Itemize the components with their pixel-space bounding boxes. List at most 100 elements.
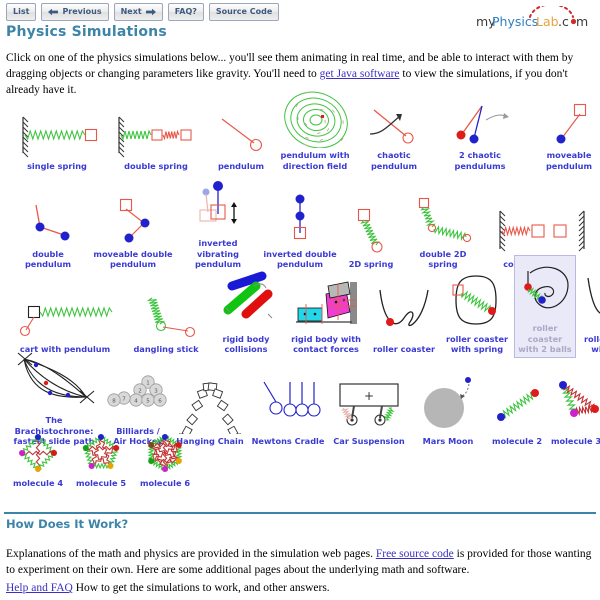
- help-and-faq-link[interactable]: Help and FAQ: [6, 582, 73, 594]
- simulation-label: roller coaster with 2 balls: [518, 323, 572, 354]
- simulation-thumbnail-icon: [92, 185, 174, 247]
- simulation-thumbnail-icon: [107, 101, 205, 159]
- simulation-thumbnail-icon: [516, 257, 574, 321]
- simulation-thumbnail-icon: [210, 268, 282, 332]
- simulation-label: moveable pendulum: [545, 150, 593, 171]
- simulation-thumbnail-icon: [412, 368, 484, 434]
- simulation-thumbnail-icon: [8, 185, 88, 247]
- simulation-thumbnail-icon: [262, 185, 338, 247]
- simulation-item-moveable-pendulum[interactable]: moveable pendulum: [526, 88, 600, 174]
- svg-text:8: 8: [112, 398, 116, 404]
- simulation-item-hanging-chain[interactable]: Hanging Chain: [172, 366, 248, 450]
- simulation-item-rigid-body-contact-forces[interactable]: rigid body with contact forces: [284, 266, 368, 358]
- simulation-item-chaotic-pendulum[interactable]: chaotic pendulum: [354, 88, 434, 174]
- simulation-label: 2D spring: [348, 259, 394, 269]
- simulation-label: roller coaster with spring: [445, 333, 509, 355]
- simulation-item-roller-coaster-spring[interactable]: roller coaster with spring: [440, 266, 514, 358]
- simulation-label: moveable double pendulum: [93, 248, 173, 270]
- navigation-bar: List Previous Next FAQ? Source Code: [6, 3, 280, 21]
- arrow-left-icon: [48, 8, 59, 16]
- simulation-label: 2 chaotic pendulums: [454, 150, 506, 171]
- nav-button-next[interactable]: Next: [113, 3, 163, 21]
- simulation-thumbnail-icon: [6, 347, 102, 413]
- explanation-text-after: is provided for those wanting to experim…: [6, 548, 592, 576]
- page-title: Physics Simulations: [6, 24, 167, 40]
- simulation-item-molecule-3[interactable]: molecule 3: [548, 366, 600, 450]
- simulation-item-inverted-double-pendulum[interactable]: inverted double pendulum: [260, 183, 340, 273]
- simulation-thumbnail-icon: [8, 278, 122, 342]
- simulation-label: double 2D spring: [419, 248, 467, 270]
- simulation-thumbnail-icon: [488, 368, 546, 434]
- simulation-thumbnail-icon: [174, 368, 246, 434]
- simulation-item-spring-2d[interactable]: 2D spring: [340, 193, 402, 273]
- simulation-item-double-spring[interactable]: double spring: [106, 99, 206, 175]
- simulation-item-double-spring-2d[interactable]: double 2D spring: [402, 183, 484, 273]
- simulation-item-newtons-cradle[interactable]: Newtons Cradle: [248, 366, 328, 450]
- simulation-thumbnail-icon: [356, 90, 432, 148]
- simulation-item-roller-coaster-flight[interactable]: roller coaster with flight: [576, 266, 600, 358]
- simulation-label: rigid body with contact forces: [291, 333, 361, 355]
- simulation-item-two-chaotic-pendulums[interactable]: 2 chaotic pendulums: [434, 88, 526, 174]
- site-logo[interactable]: my Physics Lab .c m: [472, 6, 592, 32]
- simulation-item-car-suspension[interactable]: + Car Suspension: [328, 366, 410, 450]
- nav-button-source-code-label: Source Code: [215, 7, 273, 16]
- simulation-label: roller coaster: [372, 344, 436, 354]
- nav-button-source-code[interactable]: Source Code: [208, 3, 280, 21]
- svg-text:3: 3: [154, 388, 158, 394]
- svg-text:1: 1: [146, 380, 150, 386]
- simulation-thumbnail-icon: [370, 278, 438, 342]
- simulation-item-direction-field[interactable]: pendulum with direction field: [276, 88, 354, 174]
- simulation-item-roller-coaster-2-balls[interactable]: roller coaster with 2 balls: [514, 255, 576, 358]
- simulation-item-molecule-5[interactable]: molecule 5: [70, 428, 132, 492]
- simulation-item-mars-moon[interactable]: Mars Moon: [410, 366, 486, 450]
- simulation-item-single-spring[interactable]: single spring: [8, 99, 106, 175]
- simulation-label: inverted vibrating pendulum: [194, 238, 242, 269]
- simulation-label: Billiards / Air Hockey: [113, 425, 163, 447]
- simulation-thumbnail-icon: +: [330, 368, 408, 434]
- simulation-thumbnail-icon: [72, 430, 130, 476]
- simulation-label: molecule 6: [139, 478, 191, 488]
- simulation-thumbnail-icon: [342, 195, 400, 257]
- simulation-label: single spring: [27, 160, 87, 171]
- simulation-item-moveable-double-pendulum[interactable]: moveable double pendulum: [90, 183, 176, 273]
- simulation-item-molecule-4[interactable]: molecule 4: [6, 428, 70, 492]
- simulation-item-rigid-body-collisions[interactable]: rigid body collisions: [208, 266, 284, 358]
- simulation-item-brachistochrone[interactable]: The Brachistochrone: fastest slide path: [4, 345, 104, 450]
- simulation-label: inverted double pendulum: [263, 248, 337, 270]
- nav-button-list-label: List: [13, 7, 30, 16]
- simulation-label: Car Suspension: [333, 436, 405, 446]
- svg-text:+: +: [364, 389, 374, 403]
- intro-text-before: Click on one of the physics simulations …: [6, 52, 574, 80]
- simulation-item-dangling-stick[interactable]: dangling stick: [124, 276, 208, 358]
- nav-button-list[interactable]: List: [6, 3, 37, 21]
- get-java-software-link[interactable]: get Java software: [319, 68, 400, 80]
- simulation-item-molecule-6[interactable]: molecule 6: [132, 428, 198, 492]
- svg-text:.c: .c: [558, 14, 569, 29]
- simulation-label: Hanging Chain: [176, 436, 244, 446]
- svg-text:6: 6: [158, 398, 162, 404]
- svg-text:4: 4: [134, 398, 138, 404]
- free-source-code-link[interactable]: Free source code: [375, 548, 454, 560]
- simulation-thumbnail-icon: [436, 90, 524, 148]
- simulation-item-inverted-vibrating-pendulum[interactable]: inverted vibrating pendulum: [176, 172, 260, 273]
- simulation-item-double-pendulum[interactable]: double pendulum: [6, 183, 90, 273]
- simulation-item-pendulum[interactable]: pendulum: [206, 99, 276, 175]
- simulation-label: molecule 4: [12, 478, 64, 488]
- simulation-row: The Brachistochrone: fastest slide path 1…: [4, 345, 600, 450]
- simulation-label: rigid body collisions: [222, 333, 270, 355]
- simulation-thumbnail-icon: [250, 368, 326, 434]
- nav-button-faq[interactable]: FAQ?: [167, 3, 204, 21]
- nav-button-previous[interactable]: Previous: [41, 3, 109, 21]
- logo-arc: [529, 6, 574, 18]
- simulation-item-molecule-2[interactable]: molecule 2: [486, 366, 548, 450]
- simulation-item-cart-with-pendulum[interactable]: cart with pendulum: [6, 276, 124, 358]
- simulation-thumbnail-icon: [126, 278, 206, 342]
- simulation-thumbnail-icon: [486, 195, 592, 257]
- simulation-item-roller-coaster[interactable]: roller coaster: [368, 276, 440, 358]
- explanation-text-before: Explanations of the math and physics are…: [6, 548, 376, 560]
- simulation-label: pendulum: [217, 160, 265, 171]
- svg-text:my: my: [476, 14, 496, 29]
